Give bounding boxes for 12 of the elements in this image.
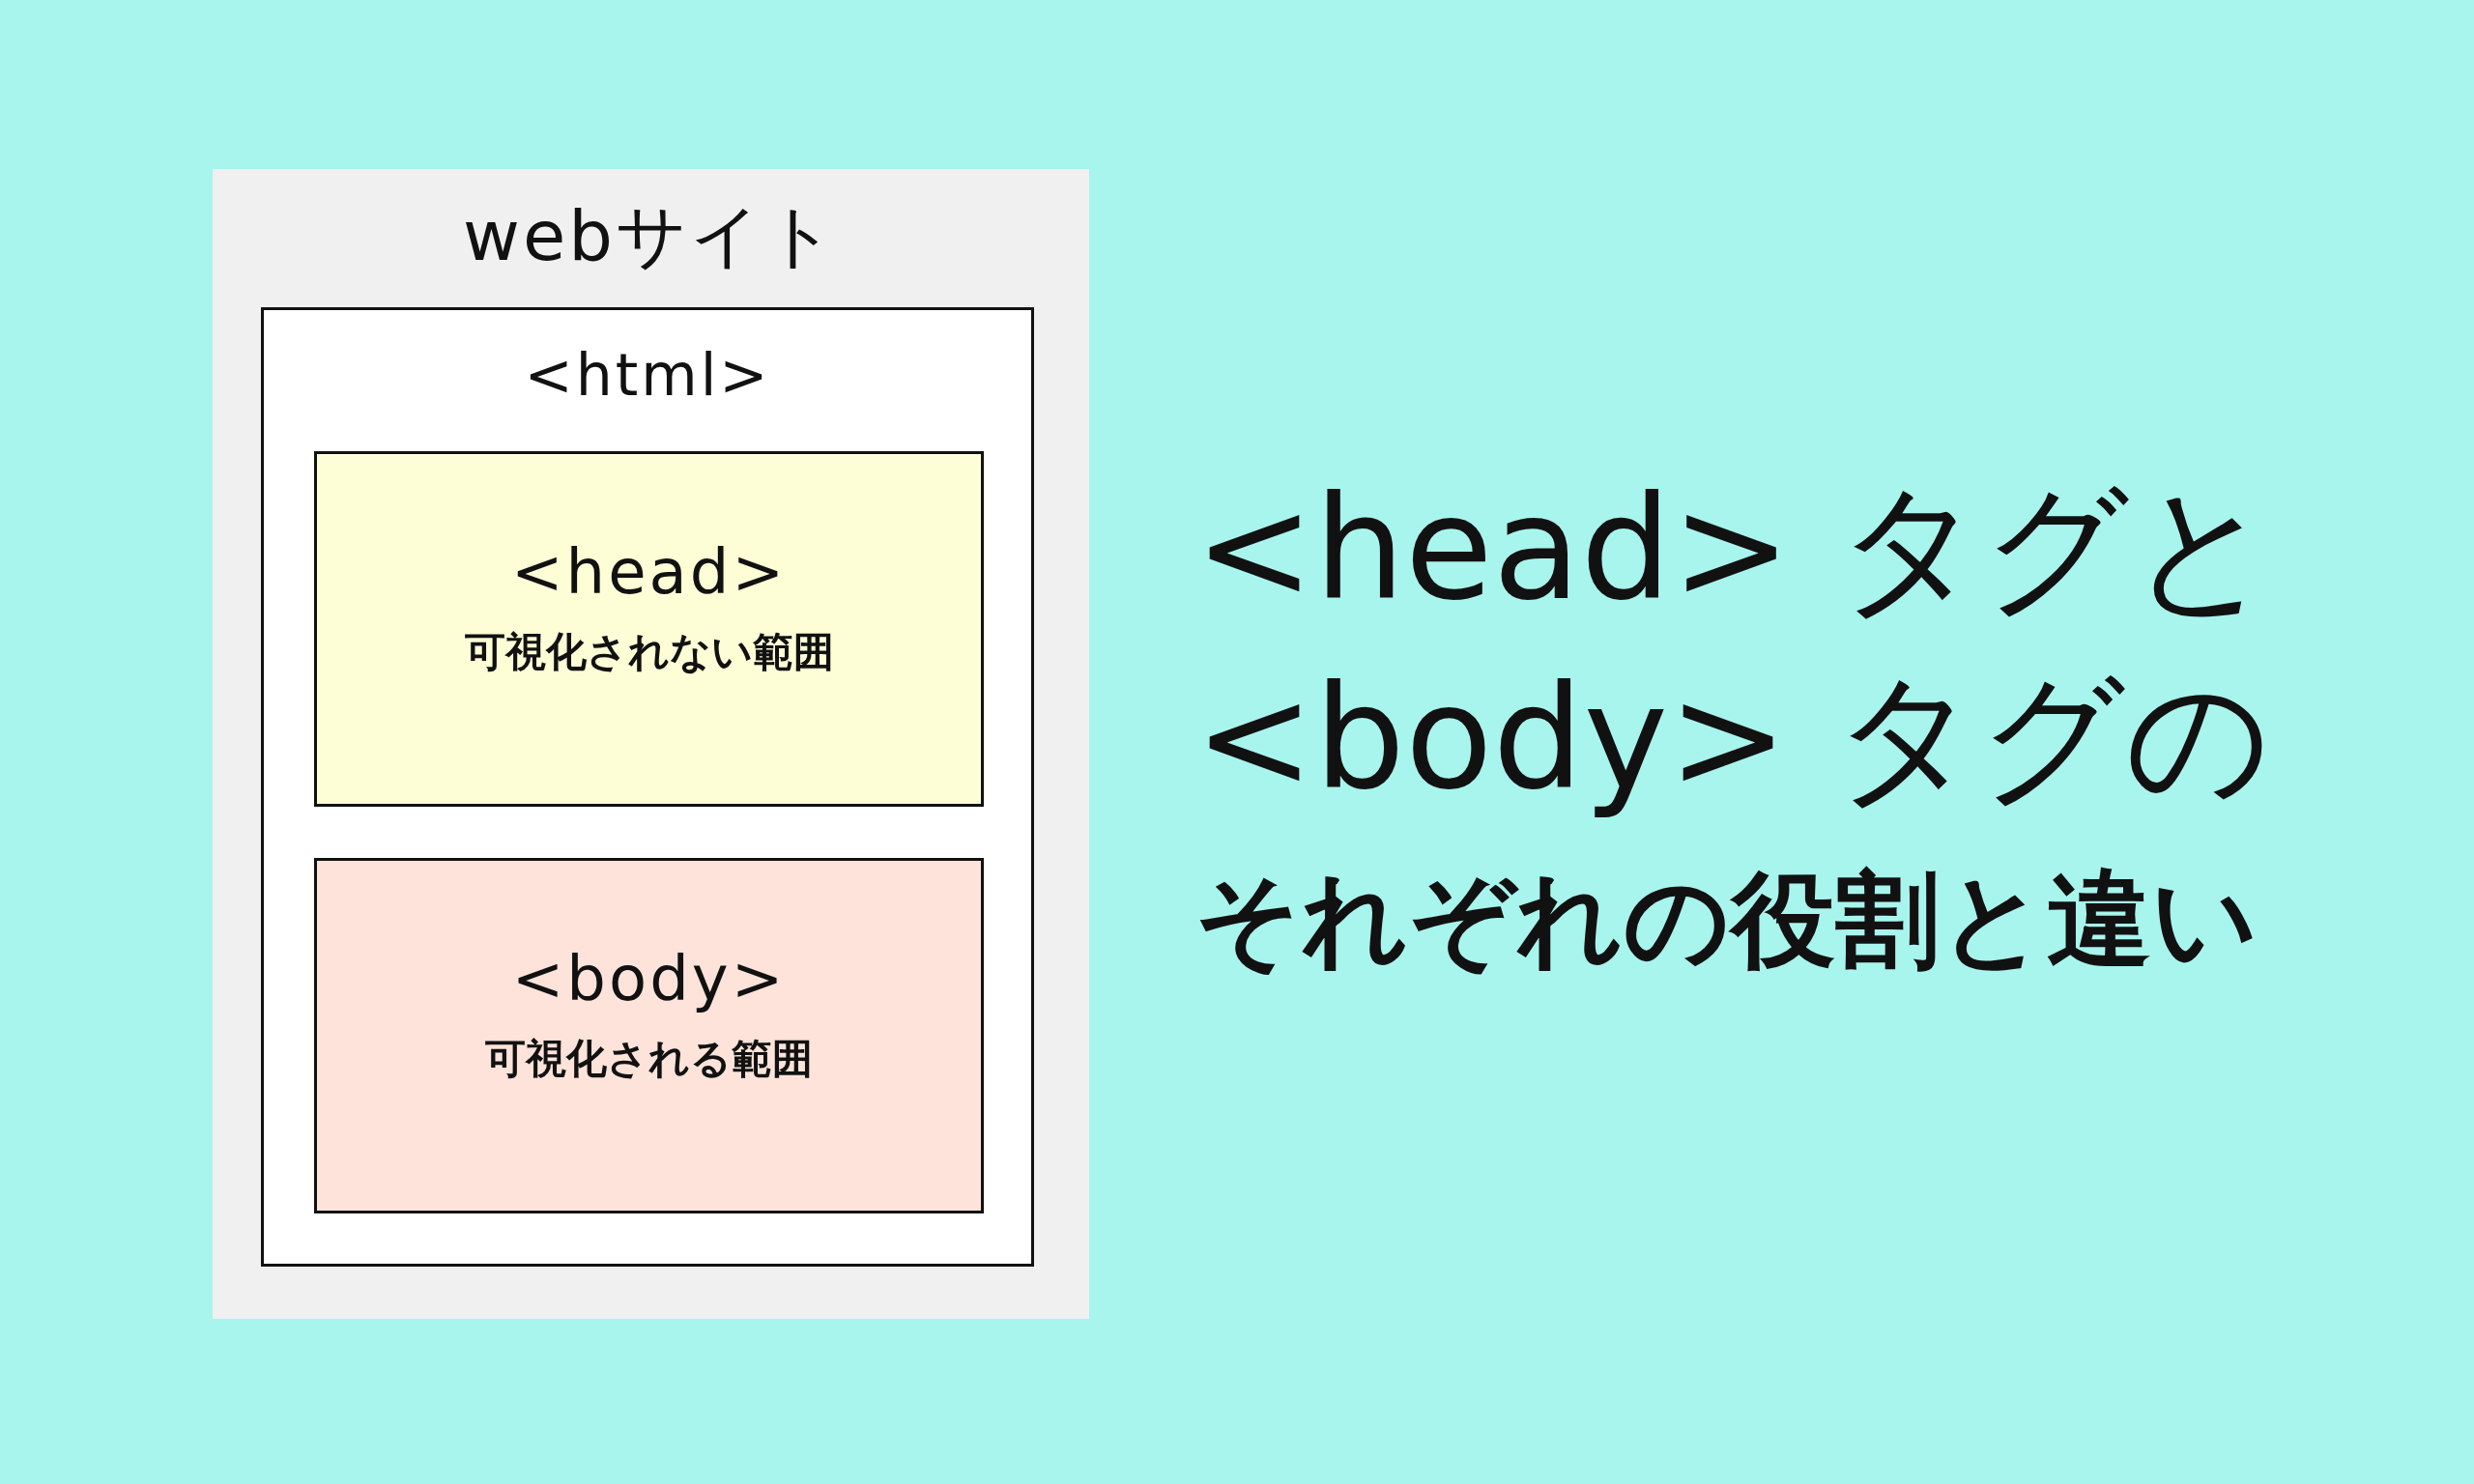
subtitle: それぞれの役割と違い — [1194, 858, 2258, 982]
head-box — [314, 451, 984, 807]
box-heading: <body> — [511, 943, 787, 1014]
html-box — [261, 307, 1034, 1267]
box-description: 可視化される範囲 — [485, 1034, 813, 1084]
box-heading: webサイト — [463, 194, 839, 278]
box-heading: <html> — [524, 341, 771, 409]
title: <head> タグと <body> タグの — [1194, 465, 2276, 823]
website-panel — [213, 169, 1089, 1319]
body-box — [314, 858, 984, 1213]
box-heading: <head> — [511, 536, 787, 608]
box-description: 可視化されない範囲 — [464, 627, 834, 677]
